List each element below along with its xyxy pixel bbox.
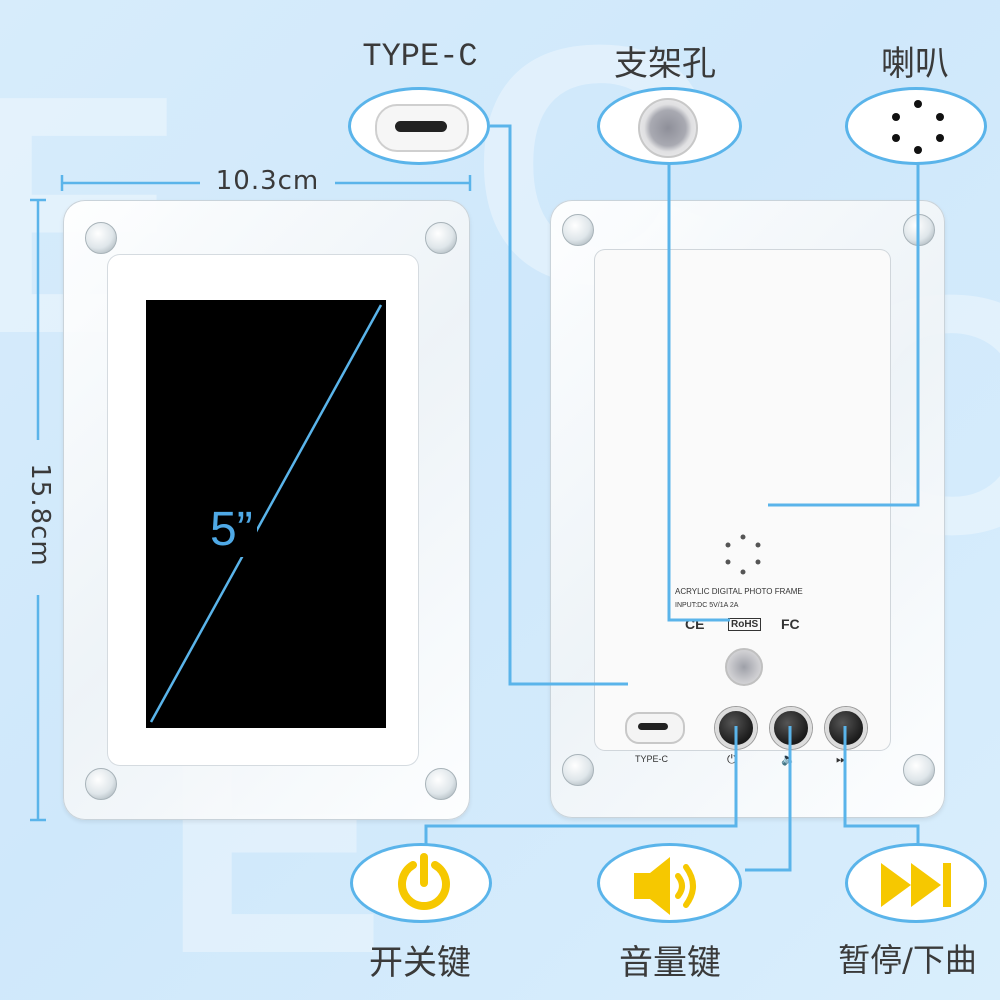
pause-next-label: 暂停/下曲 [838,941,977,979]
front-corner-screw [85,222,117,254]
width-dimension-label: 10.3cm [215,166,320,196]
speaker-grille-icon [725,534,761,575]
front-corner-screw [85,768,117,800]
screen-bezel: 5” [108,255,418,765]
usb-c-slot-icon [395,121,447,132]
power-icon [398,853,450,911]
port-label: TYPE-C [635,754,669,764]
input-spec-text: INPUT:DC 5V/1A 2A [675,602,739,609]
rohs-mark: RoHS [728,618,762,631]
fast-forward-icon [881,863,951,907]
speaker-callout-oval [845,87,987,165]
back-corner-screw [562,214,594,246]
speaker-grille-icon [892,100,944,154]
fc-mark: FC [781,616,800,632]
front-photo-frame: 5” [63,200,470,820]
volume-small-icon: 🔈 [781,752,796,766]
speaker-volume-icon [634,857,696,915]
back-corner-screw [562,754,594,786]
usb-c-port-icon [375,104,469,152]
power-key-label: 开关键 [369,943,471,983]
front-corner-screw [425,768,457,800]
screen-diagonal [149,304,383,723]
next-callout-oval [845,843,987,923]
usb-c-slot [638,723,668,730]
product-name-text: ACRYLIC DIGITAL PHOTO FRAME [675,587,803,596]
display-screen: 5” [146,300,386,728]
screen-size-label: 5” [206,502,257,557]
power-callout-oval [350,843,492,923]
stand-hole-icon [638,98,698,158]
stand-hole-callout-oval [597,87,742,165]
speaker-callout-label: 喇叭 [881,44,949,84]
back-corner-screw [903,754,935,786]
volume-key-label: 音量键 [619,943,721,983]
type-c-callout-oval [348,87,490,165]
back-panel: ACRYLIC DIGITAL PHOTO FRAME INPUT:DC 5V/… [595,250,890,766]
front-corner-screw [425,222,457,254]
stand-hole-callout-label: 支架孔 [614,44,716,84]
next-small-icon: ⏭ [836,752,847,766]
back-photo-frame: ACRYLIC DIGITAL PHOTO FRAME INPUT:DC 5V/… [550,200,945,818]
usb-c-port [625,712,685,744]
power-small-icon: ⏻ [727,752,737,766]
type-c-callout-label: TYPE-C [362,38,478,75]
stand-hole [725,648,763,686]
volume-callout-oval [597,843,742,923]
